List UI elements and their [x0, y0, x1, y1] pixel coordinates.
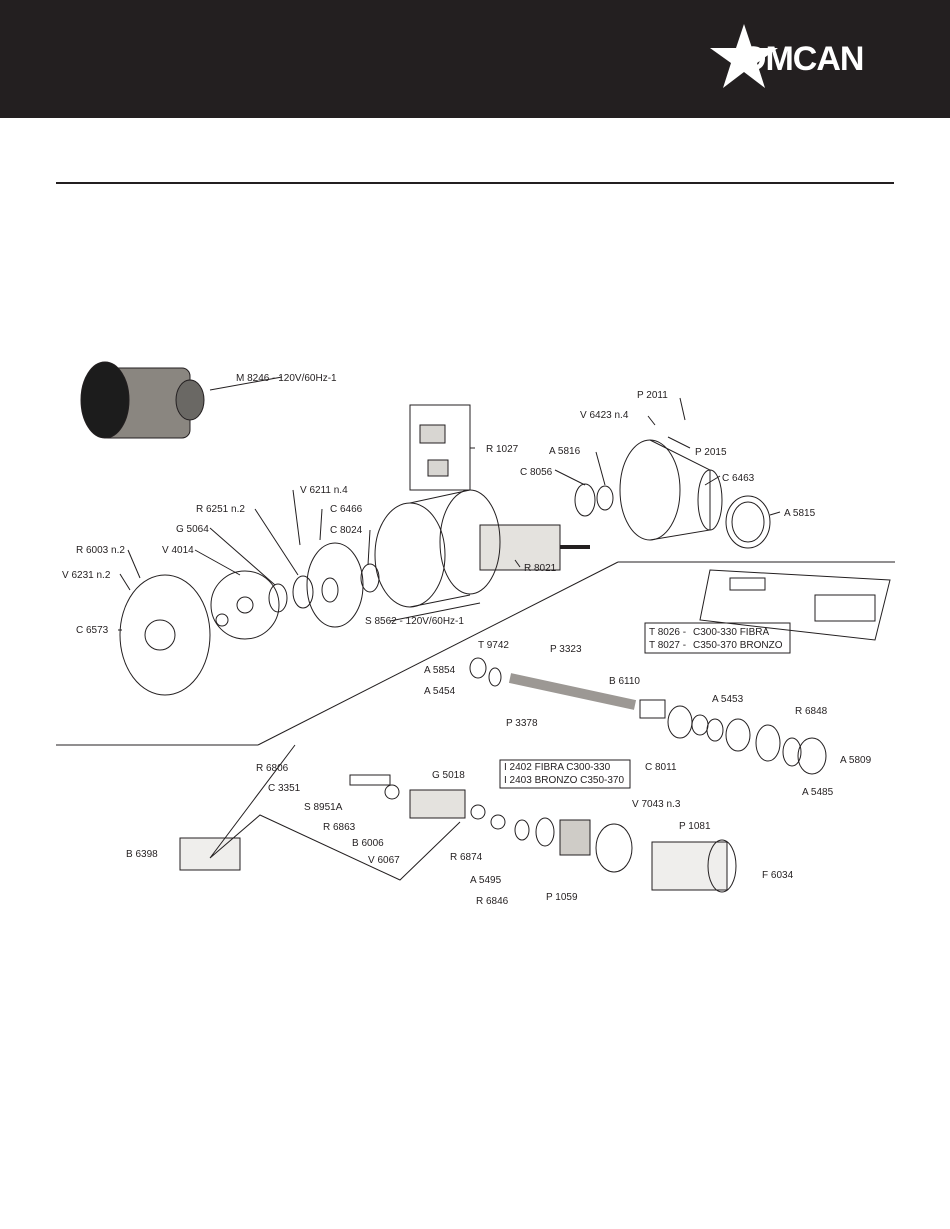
seal-ring-a5815: [725, 495, 771, 549]
flange-c6466: [306, 542, 364, 628]
fan-v4014: [210, 570, 280, 640]
label-a5485: A 5485: [802, 787, 834, 798]
label-v6211: V 6211 n.4: [300, 485, 348, 496]
gasket-g5018: [470, 804, 486, 820]
label-r6874: R 6874: [450, 852, 483, 863]
pump-housing-c6463: [619, 439, 723, 541]
label-r6848: R 6848: [795, 706, 828, 717]
stator-s8562: [374, 489, 501, 608]
shaft-variant-box: [644, 622, 791, 654]
label-a5816: A 5816: [549, 446, 581, 457]
label-a5454: A 5454: [424, 686, 456, 697]
shaft-p3323: [508, 673, 637, 710]
bearing-c8011-b: [725, 718, 751, 752]
label-i2403: I 2403 BRONZO C350-370: [504, 775, 624, 786]
label-s8951a: S 8951A: [304, 802, 343, 813]
header-divider: [56, 182, 894, 184]
label-v4014: V 4014: [162, 545, 194, 556]
bushing-variant-box: [499, 759, 631, 789]
label-m8246: M 8246 - 120V/60Hz-1: [236, 373, 337, 384]
label-a5809: A 5809: [840, 755, 872, 766]
label-b6398: B 6398: [126, 849, 158, 860]
bushing-i2402: [559, 819, 591, 856]
label-r6003: R 6003 n.2: [76, 545, 125, 556]
ring-r6863: [384, 784, 400, 800]
bushing-b6006: [409, 789, 466, 819]
label-t9742: T 9742: [478, 640, 509, 651]
label-t8026-code: T 8026 -: [649, 627, 686, 638]
rotor-r8021: [479, 524, 590, 571]
label-b6110: B 6110: [609, 676, 640, 687]
label-g5018: G 5018: [432, 770, 465, 781]
fan-hub: [215, 613, 229, 627]
ring-a5816: [596, 485, 614, 511]
label-r6251: R 6251 n.2: [196, 504, 245, 515]
label-c8056: C 8056: [520, 467, 553, 478]
ring-a5485: [782, 737, 802, 767]
label-c6573: C 6573: [76, 625, 109, 636]
label-c8011: C 8011: [645, 762, 677, 773]
bushing-b6398: [179, 837, 241, 871]
label-r6846: R 6846: [476, 896, 509, 907]
bearing-c8024: [360, 563, 380, 593]
label-p2015: P 2015: [695, 447, 727, 458]
label-c6466: C 6466: [330, 504, 363, 515]
bearing-c8011-a: [667, 705, 693, 739]
label-t8026-desc: C300-330 FIBRA: [693, 627, 769, 638]
label-r6806: R 6806: [256, 763, 289, 774]
label-t8027-desc: C350-370 BRONZO: [693, 640, 783, 651]
label-r1027: R 1027: [486, 444, 519, 455]
label-t8027-code: T 8027 -: [649, 640, 686, 651]
brand-logo-text: OMCAN: [740, 40, 864, 78]
omcan-star-logo-icon: [710, 24, 778, 88]
label-a5815: A 5815: [784, 508, 816, 519]
label-c3351: C 3351: [268, 783, 301, 794]
label-c8024: C 8024: [330, 525, 363, 536]
motor-assembly-picture: [80, 361, 205, 439]
bearing-c8056: [574, 483, 596, 517]
label-p1081: P 1081: [679, 821, 711, 832]
label-c6463: C 6463: [722, 473, 755, 484]
section-divider-line: [257, 561, 619, 746]
ring-a5495: [514, 819, 530, 841]
label-p1059: P 1059: [546, 892, 578, 903]
shaft-inset-box: [699, 569, 891, 641]
ring-r6846: [535, 817, 555, 847]
switch-bracket-box: [409, 404, 471, 491]
label-r8021: R 8021: [524, 563, 557, 574]
label-v6231: V 6231 n.2: [62, 570, 111, 581]
housing-f6034: [651, 841, 728, 891]
label-p3323: P 3323: [550, 644, 582, 655]
header-bar: [0, 0, 950, 118]
label-v6067: V 6067: [368, 855, 400, 866]
label-v7043: V 7043 n.3: [632, 799, 681, 810]
ring-r6251: [292, 575, 314, 609]
fan-cover-c6573: [119, 574, 211, 696]
label-p2011: P 2011: [637, 390, 668, 401]
ring-a5453: [691, 714, 709, 736]
label-s8562: S 8562 - 120V/60Hz-1: [365, 616, 464, 627]
ring-r6848: [755, 724, 781, 762]
label-a5453: A 5453: [712, 694, 744, 705]
label-i2402: I 2402 FIBRA C300-330: [504, 762, 611, 773]
bushing-b6110: [639, 699, 666, 719]
label-v6423: V 6423 n.4: [580, 410, 629, 421]
ring-a5854: [469, 657, 487, 679]
plate-p1059: [595, 823, 633, 873]
label-b6006: B 6006: [352, 838, 384, 849]
ring-r6874: [490, 814, 506, 830]
label-f6034: F 6034: [762, 870, 794, 881]
ring-a5454: [488, 667, 502, 687]
bearing-a5809: [797, 737, 827, 775]
lower-group-leader: [209, 744, 461, 881]
label-a5854: A 5854: [424, 665, 456, 676]
label-a5495: A 5495: [470, 875, 502, 886]
label-g5064: G 5064: [176, 524, 209, 535]
pin-s8951a: [349, 774, 391, 786]
label-r6863: R 6863: [323, 822, 356, 833]
label-p3378: P 3378: [506, 718, 538, 729]
